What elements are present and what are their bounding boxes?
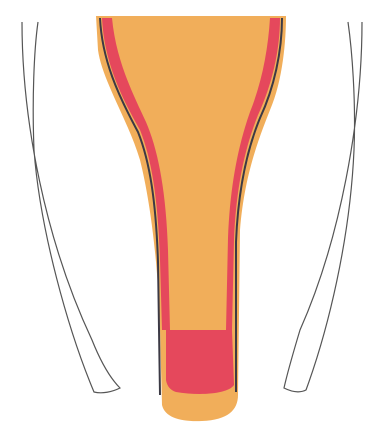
left-outer-wall: [22, 22, 120, 393]
red-apical-plug: [166, 330, 234, 394]
right-outer-wall: [284, 22, 362, 392]
